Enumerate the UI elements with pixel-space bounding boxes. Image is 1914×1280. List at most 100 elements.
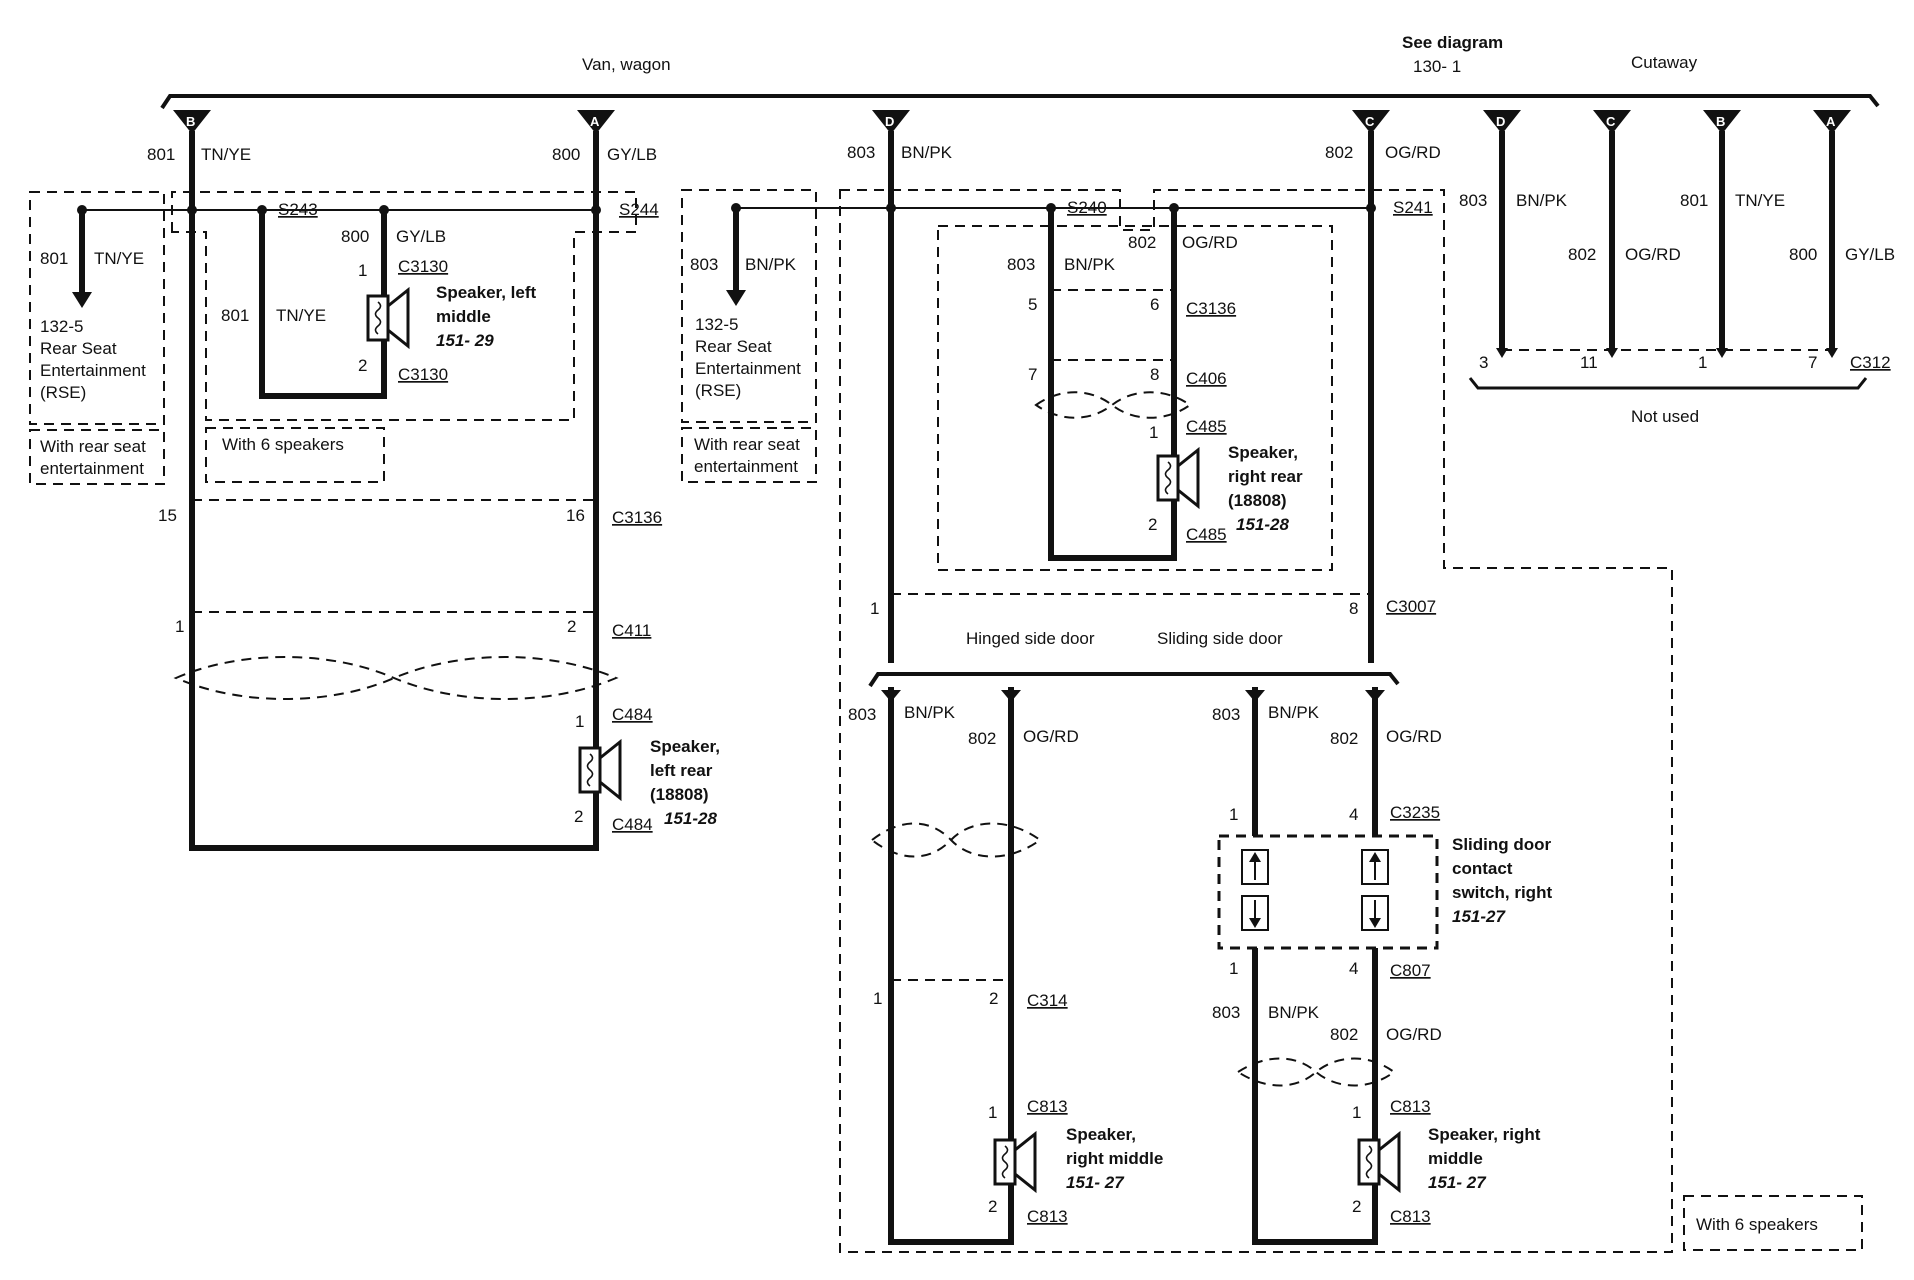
terminal-d-mid: D 803 BN/PK	[847, 110, 953, 162]
door-contact-switch: Sliding door	[1452, 835, 1552, 854]
terminal-circuit: 801	[147, 145, 175, 164]
svg-text:132-5: 132-5	[695, 315, 738, 334]
rse-ref: 132-5	[40, 317, 83, 336]
twisted-pair-icon	[1034, 391, 1192, 419]
svg-text:4: 4	[1349, 805, 1358, 824]
header-van-wagon: Van, wagon	[582, 55, 671, 74]
svg-text:6: 6	[1150, 295, 1159, 314]
svg-text:801: 801	[221, 306, 249, 325]
left-section: S243 S244 801 TN/YE 132-5 Rear Seat Ente…	[29, 131, 720, 851]
speaker-right-middle-hinged: Speaker,	[1066, 1125, 1136, 1144]
terminal-color: BN/PK	[901, 143, 953, 162]
svg-text:entertainment: entertainment	[40, 459, 144, 478]
splice-s243: S243	[278, 200, 318, 219]
svg-text:151-27: 151-27	[1452, 907, 1506, 926]
svg-text:OG/RD: OG/RD	[1386, 1025, 1442, 1044]
svg-text:2: 2	[1352, 1197, 1361, 1216]
hinged-door-label: Hinged side door	[966, 629, 1095, 648]
connector-c3136: C3136	[612, 508, 662, 527]
svg-text:803: 803	[1212, 1003, 1240, 1022]
speaker-right-middle-sliding: Speaker, right	[1428, 1125, 1541, 1144]
svg-text:1: 1	[1352, 1103, 1361, 1122]
terminal-circuit: 803	[847, 143, 875, 162]
svg-text:3: 3	[1479, 353, 1488, 372]
svg-text:2: 2	[988, 1197, 997, 1216]
svg-text:2: 2	[1148, 515, 1157, 534]
connector-c406: C406	[1186, 369, 1227, 388]
connector-c807: C807	[1390, 961, 1431, 980]
svg-text:1: 1	[1229, 959, 1238, 978]
speaker-icon	[1156, 448, 1200, 508]
svg-text:BN/PK: BN/PK	[1064, 255, 1116, 274]
svg-text:802: 802	[1330, 1025, 1358, 1044]
svg-text:OG/RD: OG/RD	[1182, 233, 1238, 252]
svg-text:middle: middle	[436, 307, 491, 326]
svg-text:BN/PK: BN/PK	[1268, 1003, 1320, 1022]
terminal-color: OG/RD	[1625, 245, 1681, 264]
splice-s241: S241	[1393, 198, 1433, 217]
svg-text:C813: C813	[1390, 1207, 1431, 1226]
svg-text:1: 1	[1229, 805, 1238, 824]
svg-text:C813: C813	[1390, 1097, 1431, 1116]
terminal-color: GY/LB	[607, 145, 657, 164]
svg-text:(18808): (18808)	[650, 785, 709, 804]
speaker-icon	[1357, 1132, 1401, 1192]
svg-text:2: 2	[358, 356, 367, 375]
speaker-left-middle: Speaker, left	[436, 283, 537, 302]
svg-text:D: D	[885, 114, 894, 129]
terminal-b-left: B 801 TN/YE	[147, 110, 251, 164]
terminal-circuit: 802	[1325, 143, 1353, 162]
svg-text:8: 8	[1150, 365, 1159, 384]
arrow-down-icon	[726, 290, 746, 306]
connector-c314: C314	[1027, 991, 1068, 1010]
svg-text:With rear seat: With rear seat	[694, 435, 800, 454]
svg-text:A: A	[1826, 114, 1836, 129]
svg-text:7: 7	[1808, 353, 1817, 372]
svg-text:Entertainment: Entertainment	[40, 361, 146, 380]
svg-text:(RSE): (RSE)	[40, 383, 86, 402]
svg-text:entertainment: entertainment	[694, 457, 798, 476]
header-see-diagram-ref: 130- 1	[1413, 57, 1461, 76]
terminal-c-cutaway: C 802 OG/RD	[1568, 110, 1681, 264]
terminal-color: TN/YE	[201, 145, 251, 164]
terminal-circuit: 801	[1680, 191, 1708, 210]
svg-text:C: C	[1606, 114, 1616, 129]
svg-text:A: A	[590, 114, 600, 129]
sliding-door-label: Sliding side door	[1157, 629, 1283, 648]
svg-text:middle: middle	[1428, 1149, 1483, 1168]
speaker-right-rear: Speaker,	[1228, 443, 1298, 462]
svg-text:1: 1	[873, 989, 882, 1008]
svg-text:C484: C484	[612, 705, 653, 724]
svg-text:switch, right: switch, right	[1452, 883, 1552, 902]
terminal-c-mid: C 802 OG/RD	[1325, 110, 1441, 162]
twisted-pair-icon	[870, 822, 1042, 858]
header-see-diagram: See diagram	[1402, 33, 1503, 52]
svg-text:7: 7	[1028, 365, 1037, 384]
terminal-circuit: 800	[1789, 245, 1817, 264]
right-van-section: S240 S241 803 BN/PK 802 OG/RD 5 6 C3136 …	[839, 131, 1673, 1253]
rse-option: With rear seat	[40, 437, 146, 456]
middle-rse-branch: 803 BN/PK 132-5 Rear Seat Entertainment …	[681, 189, 1376, 483]
svg-text:C813: C813	[1027, 1097, 1068, 1116]
switch-icon	[1241, 849, 1389, 931]
svg-text:151-28: 151-28	[1236, 515, 1289, 534]
splice-s240: S240	[1067, 198, 1107, 217]
svg-text:151-28: 151-28	[664, 809, 717, 828]
svg-text:Rear Seat: Rear Seat	[40, 339, 117, 358]
svg-text:2: 2	[567, 617, 576, 636]
svg-text:151- 27: 151- 27	[1066, 1173, 1125, 1192]
terminal-color: BN/PK	[1516, 191, 1568, 210]
terminal-color: GY/LB	[1845, 245, 1895, 264]
svg-text:4: 4	[1349, 959, 1358, 978]
connector-c3235: C3235	[1390, 803, 1440, 822]
svg-text:D: D	[1496, 114, 1505, 129]
twisted-pair-icon	[173, 656, 619, 700]
svg-text:1: 1	[1149, 423, 1158, 442]
svg-text:11: 11	[1580, 353, 1598, 372]
speaker-icon	[993, 1132, 1037, 1192]
svg-text:GY/LB: GY/LB	[396, 227, 446, 246]
svg-text:right middle: right middle	[1066, 1149, 1163, 1168]
svg-text:5: 5	[1028, 295, 1037, 314]
arrow-down-icon	[72, 292, 92, 308]
